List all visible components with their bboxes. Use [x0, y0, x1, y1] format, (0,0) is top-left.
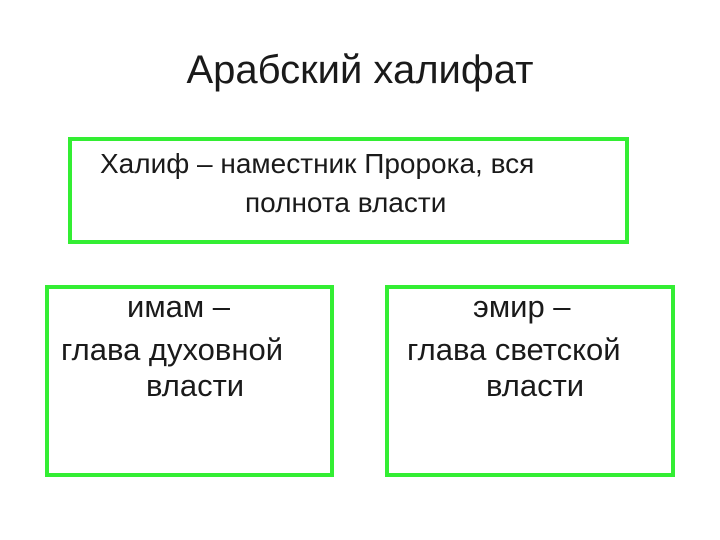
emir-text-line-1: эмир –: [473, 289, 571, 324]
caliph-text-line-2: полнота власти: [245, 187, 447, 218]
caliph-text-line-1: Халиф – наместник Пророка, вся: [100, 148, 535, 179]
imam-text-line-3: власти: [146, 368, 245, 403]
emir-box: [385, 285, 675, 477]
page-title: Арабский халифат: [186, 48, 534, 92]
imam-box: [45, 285, 334, 477]
imam-text-line-2: глава духовной: [61, 332, 284, 367]
imam-text-line-1: имам –: [127, 289, 231, 324]
emir-text-line-2: глава светской: [407, 332, 621, 367]
emir-text-line-3: власти: [486, 368, 585, 403]
caliph-box: [68, 137, 629, 244]
